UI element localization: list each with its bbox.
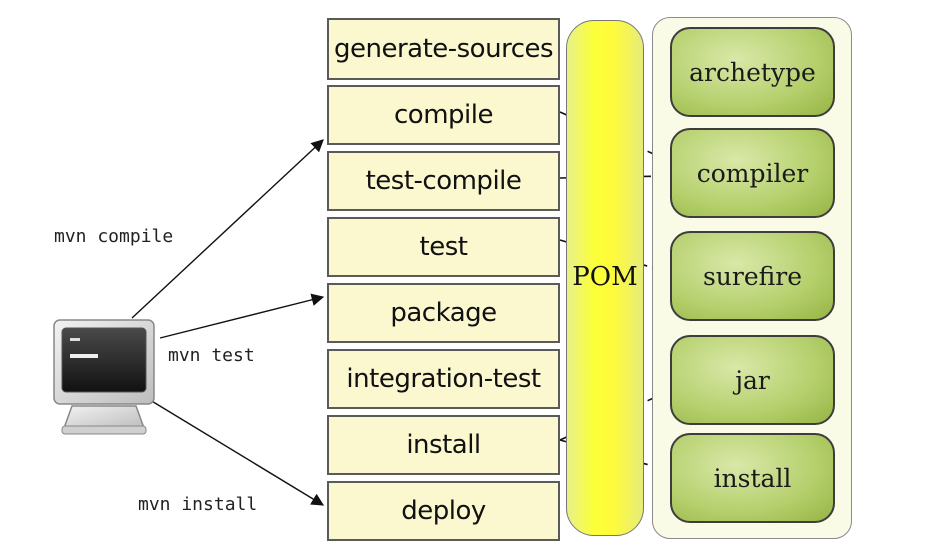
arrow-mvn-compile xyxy=(131,139,324,319)
command-mvn-test: mvn test xyxy=(168,345,255,366)
phase-install: install xyxy=(327,415,560,475)
phase-compile: compile xyxy=(327,85,560,145)
computer-terminal-icon xyxy=(53,319,155,435)
plugin-jar: jar xyxy=(670,335,835,425)
pom-bar xyxy=(566,20,644,536)
arrow-mvn-test xyxy=(159,293,325,339)
arrow-mvn-install xyxy=(149,399,325,506)
plugin-archetype: archetype xyxy=(670,27,835,117)
pom-label: POM xyxy=(572,262,638,292)
phase-test-compile: test-compile xyxy=(327,151,560,211)
phase-generate-sources: generate-sources xyxy=(327,18,560,80)
phase-integration-test: integration-test xyxy=(327,349,560,409)
phase-package: package xyxy=(327,283,560,343)
command-mvn-install: mvn install xyxy=(138,494,258,515)
plugin-compiler: compiler xyxy=(670,128,835,218)
plugin-install: install xyxy=(670,433,835,523)
plugin-surefire: surefire xyxy=(670,231,835,321)
binding-install-jar xyxy=(559,390,669,441)
phase-deploy: deploy xyxy=(327,481,560,541)
binding-compile-compiler xyxy=(559,111,669,162)
command-mvn-compile: mvn compile xyxy=(54,226,174,247)
phase-test: test xyxy=(327,217,560,277)
